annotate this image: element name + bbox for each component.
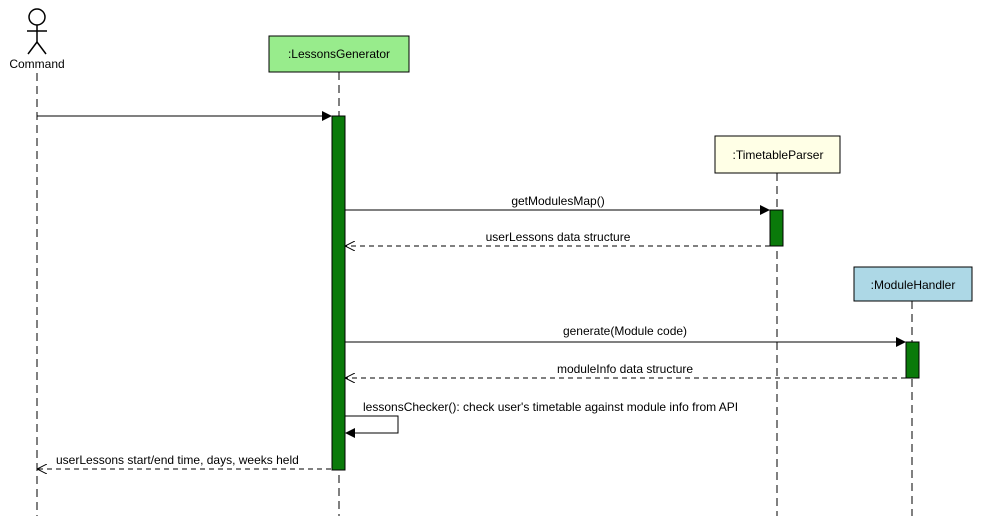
timetable-parser-activation — [769, 209, 784, 247]
timetable-parser-label: :TimetableParser — [733, 148, 824, 162]
get-modules-map-label: getModulesMap() — [511, 194, 604, 208]
stick-figure-icon — [27, 8, 47, 55]
lessons-generator-activation — [331, 115, 346, 471]
module-info-struct-label: moduleInfo data structure — [557, 362, 693, 376]
user-lessons-struct-label: userLessons data structure — [486, 230, 631, 244]
module-handler-participant: :ModuleHandler — [853, 266, 973, 302]
command-label: Command — [9, 57, 64, 71]
module-handler-label: :ModuleHandler — [871, 278, 956, 292]
timetable-parser-box — [714, 135, 841, 174]
lessons-checker-label: lessonsChecker(): check user's timetable… — [363, 400, 738, 414]
lessons-generator-box — [268, 35, 410, 73]
lessons-checker-self-arrow — [345, 415, 399, 438]
lessons-generator-label: :LessonsGenerator — [288, 47, 390, 61]
command-actor: Command — [9, 8, 65, 71]
lessons-generator-participant: :LessonsGenerator — [268, 35, 410, 73]
timetable-parser-participant: :TimetableParser — [714, 135, 841, 174]
module-handler-box — [853, 266, 973, 302]
user-lessons-return-label: userLessons start/end time, days, weeks … — [56, 453, 299, 467]
module-handler-activation — [905, 341, 920, 379]
generate-label: generate(Module code) — [563, 324, 687, 338]
